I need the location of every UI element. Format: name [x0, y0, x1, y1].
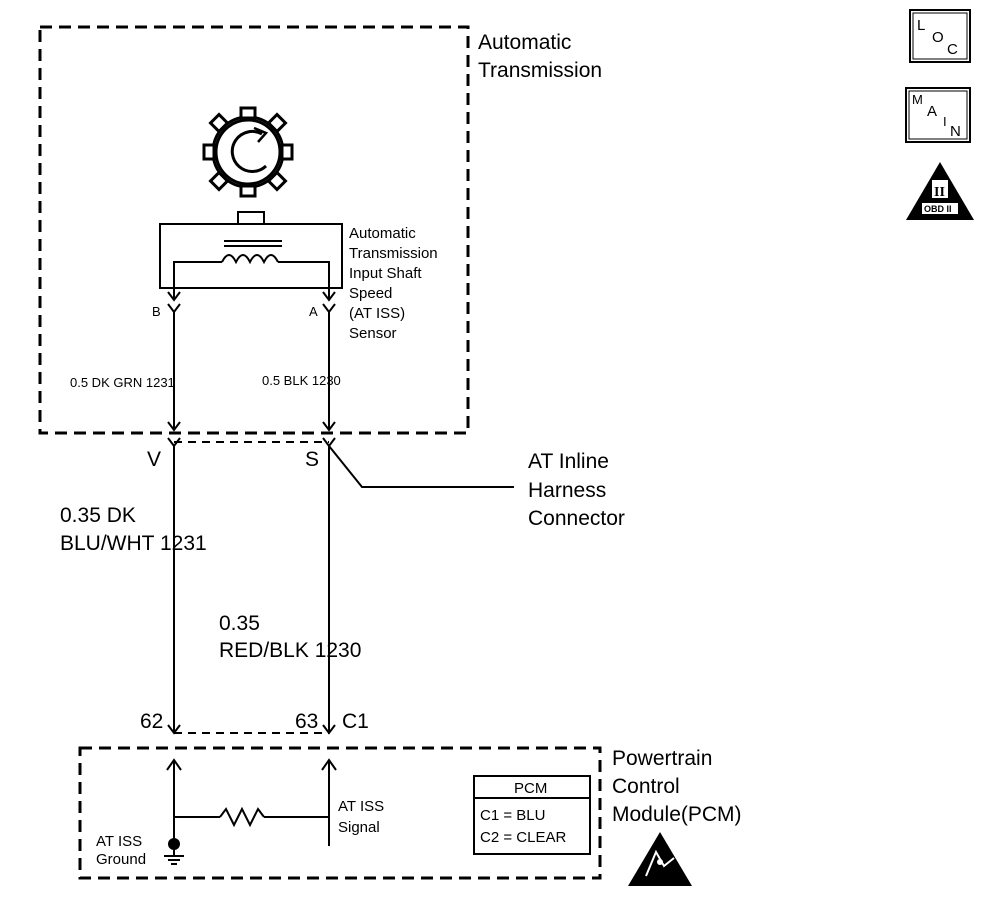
- main-icon-i: I: [943, 114, 947, 129]
- ground-icon: [164, 850, 184, 865]
- sensor-label-line2: Transmission: [349, 245, 438, 262]
- wire-upper-left-label: 0.5 DK GRN 1231: [70, 375, 175, 390]
- resistor-icon: [219, 806, 265, 828]
- inline-pin-v: V: [147, 448, 161, 471]
- signal-label-line1: AT ISS: [338, 798, 384, 815]
- wire-upper-right-label: 0.5 BLK 1230: [262, 373, 341, 388]
- inline-connector-label-line1: AT Inline: [528, 450, 609, 473]
- pcm-title-line2: Control: [612, 775, 680, 798]
- pcm-connector-c1: C1: [342, 710, 369, 733]
- obd-ii-icon[interactable]: II OBD II: [906, 162, 974, 220]
- pcm-boundary: [78, 746, 602, 880]
- pcm-table-header: PCM: [514, 780, 547, 797]
- reluctor-wheel-icon: [202, 106, 294, 198]
- obd-ii-text: OBD II: [924, 204, 952, 214]
- pcm-title-line3: Module(PCM): [612, 803, 742, 826]
- ground-label-line1: AT ISS: [96, 833, 142, 850]
- coil-icon: [167, 240, 336, 302]
- wire-lower-right-label-line2: RED/BLK 1230: [219, 639, 361, 662]
- main-icon-n: N: [950, 123, 961, 140]
- main-icon[interactable]: M A I N: [905, 87, 971, 143]
- obd-ii-roman: II: [934, 185, 945, 200]
- pcm-connector-table: PCM C1 = BLU C2 = CLEAR: [473, 775, 591, 855]
- sensor-pin-b-symbol: [167, 303, 181, 314]
- transmission-title-line2: Transmission: [478, 59, 602, 82]
- loc-icon-l: L: [917, 17, 925, 34]
- loc-icon-o: O: [932, 29, 944, 46]
- inline-pin-s: S: [305, 448, 319, 471]
- sensor-pin-a-symbol: [322, 303, 336, 314]
- inline-connector-label-line2: Harness: [528, 479, 606, 502]
- transmission-boundary: [38, 25, 470, 435]
- ground-label-line2: Ground: [96, 851, 146, 868]
- loc-icon[interactable]: L O C: [909, 9, 971, 63]
- pcm-table-c2: C2 = CLEAR: [480, 829, 566, 846]
- sensor-pin-b: B: [152, 304, 161, 319]
- wire-lower-left-label-line2: BLU/WHT 1231: [60, 532, 207, 555]
- pcm-pin-63: 63: [295, 710, 318, 733]
- transmission-title-line1: Automatic: [478, 31, 571, 54]
- main-icon-m: M: [912, 92, 923, 107]
- sensor-label-line6: Sensor: [349, 325, 397, 342]
- inline-connector-label-line3: Connector: [528, 507, 625, 530]
- pcm-title-line1: Powertrain: [612, 747, 712, 770]
- sensor-label-line5: (AT ISS): [349, 305, 405, 322]
- sensor-label-line3: Input Shaft: [349, 265, 422, 282]
- iss-sensor: [159, 211, 343, 302]
- pcm-table-c1: C1 = BLU: [480, 807, 545, 824]
- sensor-label-line1: Automatic: [349, 225, 416, 242]
- inline-connector-leader: [328, 445, 514, 488]
- signal-label-line2: Signal: [338, 819, 380, 836]
- esd-warning-icon: [628, 832, 692, 886]
- main-icon-a: A: [927, 103, 937, 120]
- wire-lower-left-label-line1: 0.35 DK: [60, 504, 136, 527]
- loc-icon-c: C: [947, 41, 958, 58]
- pcm-pin-62: 62: [140, 710, 163, 733]
- sensor-label-line4: Speed: [349, 285, 392, 302]
- wire-lower-right-label-line1: 0.35: [219, 612, 260, 635]
- sensor-pin-a: A: [309, 304, 318, 319]
